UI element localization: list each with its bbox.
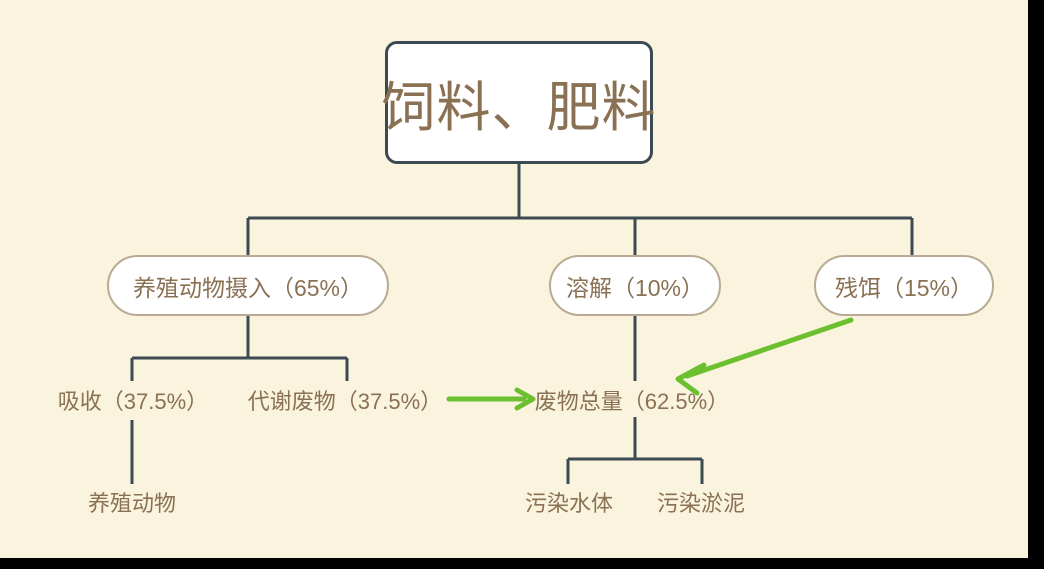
node-absorption[interactable]: 吸收（37.5%）	[57, 389, 209, 414]
node-polluted-sludge[interactable]: 污染淤泥	[656, 491, 745, 516]
node-total-waste[interactable]: 废物总量（62.5%）	[534, 389, 730, 414]
node-residual-bait[interactable]: 残饵（15%）	[814, 255, 994, 316]
node-polluted-water[interactable]: 污染水体	[524, 491, 613, 516]
node-dissolution[interactable]: 溶解（10%）	[549, 255, 721, 316]
node-root-feed-fertilizer[interactable]: 饲料、肥料	[382, 41, 656, 164]
node-farmed-animal[interactable]: 养殖动物	[87, 491, 176, 516]
node-metabolic-waste[interactable]: 代谢废物（37.5%）	[247, 389, 443, 414]
arrow-residual-to-total-line	[684, 317, 854, 379]
node-farmed-animal-intake[interactable]: 养殖动物摄入（65%）	[107, 255, 389, 316]
diagram-canvas: 饲料、肥料 养殖动物摄入（65%） 溶解（10%） 残饵（15%） 吸收（37.…	[0, 0, 1028, 558]
